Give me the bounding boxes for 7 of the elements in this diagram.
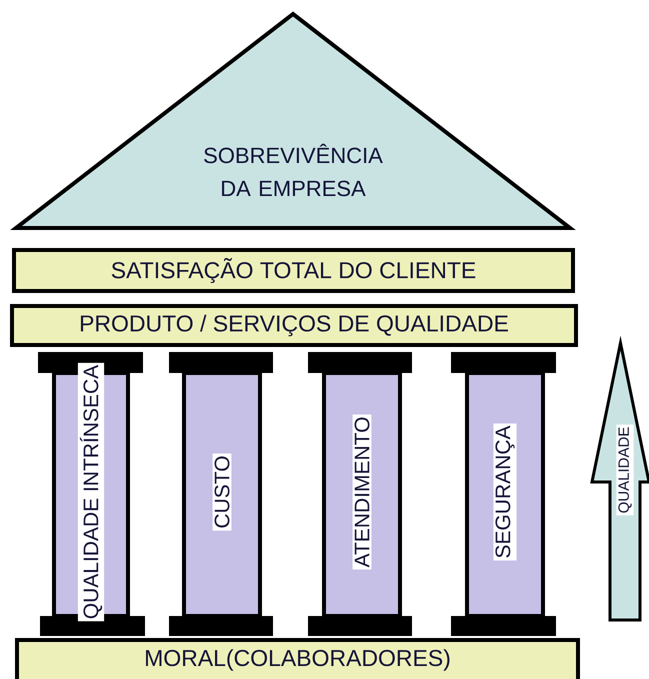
- band: PRODUTO / SERVIÇOS DE QUALIDADE: [10, 304, 578, 347]
- pillar: CUSTO: [169, 352, 273, 636]
- band: MORAL(COLABORADORES): [15, 638, 580, 679]
- pillar: ATENDIMENTO: [308, 352, 412, 636]
- band: SATISFAÇÃO TOTAL DO CLIENTE: [12, 248, 575, 293]
- pillar: SEGURANÇA: [451, 352, 556, 636]
- pillar: QUALIDADE INTRÍNSECA: [38, 352, 145, 636]
